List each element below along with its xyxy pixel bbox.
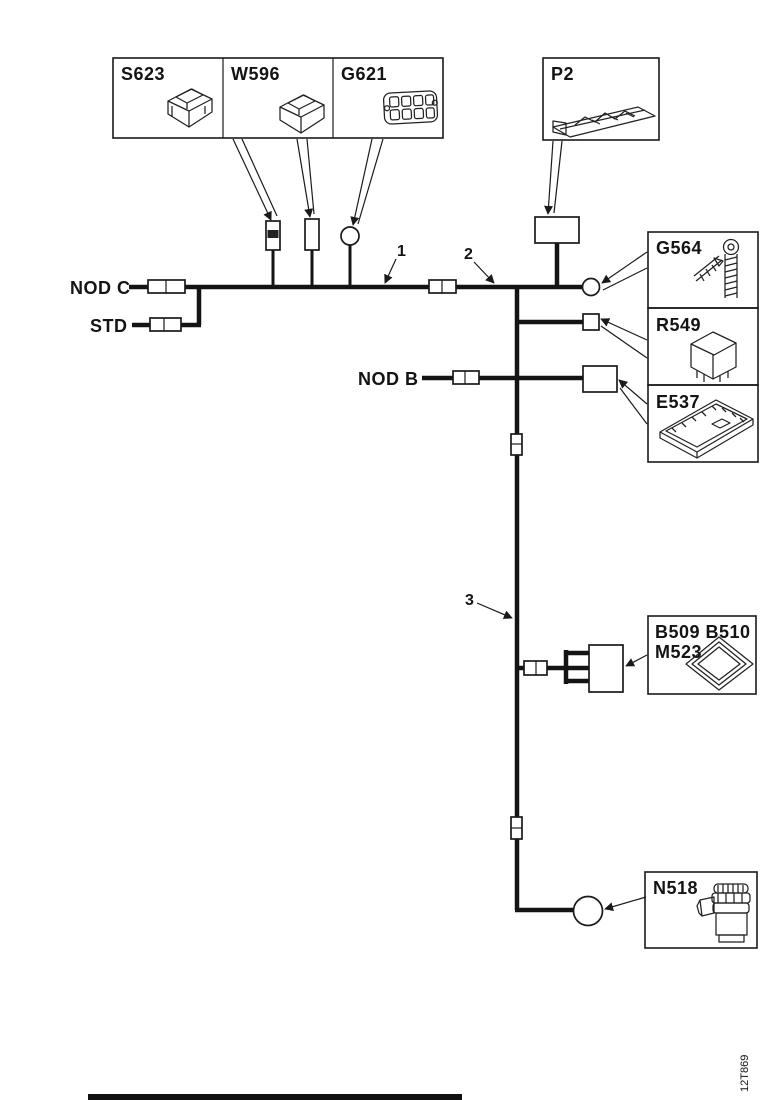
g621-connector	[340, 226, 360, 246]
nod-b-label: NOD B	[358, 369, 419, 389]
harness-wires	[129, 242, 590, 913]
b509-component-box: B509 B510 M523	[647, 615, 757, 695]
control-module-icon	[659, 399, 754, 459]
std-label: STD	[90, 316, 128, 336]
vertical-inline-connector-1	[510, 433, 523, 456]
nod-b-inline-connector	[452, 370, 480, 385]
nod-c-label: NOD C	[70, 278, 131, 298]
s623-connector	[265, 220, 281, 251]
w596-label: W596	[231, 64, 280, 84]
g621-leader	[350, 138, 384, 226]
cylindrical-sensor-icon	[696, 883, 751, 943]
ground-bolt-icon	[693, 238, 740, 298]
b509-box-outline	[647, 615, 757, 695]
p2-component-box: P2	[542, 57, 660, 141]
r549-leader	[600, 318, 648, 359]
b509-leader	[625, 654, 648, 667]
b509-inline-connector	[523, 660, 548, 676]
r549-connector	[582, 313, 600, 331]
e537-leader	[618, 379, 648, 425]
e537-label: E537	[656, 392, 700, 412]
doc-code-vertical: 12T869	[739, 1055, 751, 1092]
b509-connector	[588, 644, 624, 693]
harness-3-leader	[476, 602, 513, 619]
s623-leader	[232, 138, 278, 221]
e537-connector	[582, 365, 618, 393]
w596-leader	[296, 138, 315, 218]
p2-connector	[534, 216, 580, 244]
std-connector	[149, 317, 182, 332]
n518-box-outline	[644, 871, 758, 949]
g564-label: G564	[656, 238, 702, 258]
inline-connectors	[147, 216, 624, 927]
rocker-switch-icon	[279, 94, 325, 134]
switch-component-box-group: S623 W596 G621	[112, 57, 444, 139]
n518-label: N518	[653, 878, 698, 898]
n518-leader	[604, 896, 647, 912]
e537-box-outline	[647, 384, 759, 463]
harness-2-leader	[473, 261, 495, 284]
s623-label: S623	[121, 64, 165, 84]
b509-label-line1: B509 B510	[655, 622, 751, 642]
page-edge-bar	[88, 1094, 462, 1100]
n518-connector	[572, 895, 604, 927]
p2-box-outline	[542, 57, 660, 141]
wire-text-labels: NOD C STD NOD B 1 2 3	[70, 243, 474, 609]
instrument-panel-icon	[552, 106, 656, 138]
g564-leader	[601, 251, 648, 291]
nod-c-connector	[147, 279, 186, 294]
p2-label: P2	[551, 64, 574, 84]
bus-inline-connector	[428, 279, 457, 294]
g564-component-box: G564	[647, 231, 759, 309]
e537-component-box: E537	[647, 384, 759, 463]
harness-1-leader	[384, 258, 397, 284]
r549-component-box: R549	[647, 307, 759, 386]
harness-2-label: 2	[464, 246, 473, 263]
harness-3-label: 3	[465, 592, 474, 609]
triple-box-outline	[112, 57, 444, 139]
p2-leader	[544, 140, 563, 215]
harness-1-label: 1	[397, 243, 406, 260]
r549-label: R549	[656, 315, 701, 335]
g564-connector	[581, 277, 601, 297]
n518-component-box: N518	[644, 871, 758, 949]
relay-cube-icon	[690, 331, 737, 382]
g621-label: G621	[341, 64, 387, 84]
rocker-switch-icon	[167, 88, 213, 128]
b509-comb-splice	[563, 650, 590, 684]
leader-lines	[232, 138, 648, 912]
w596-connector	[304, 218, 320, 251]
b509-label-line2: M523	[655, 642, 702, 662]
vertical-inline-connector-2	[510, 816, 523, 840]
diamond-plate-icon	[685, 636, 754, 691]
connector-block-icon	[382, 90, 439, 125]
